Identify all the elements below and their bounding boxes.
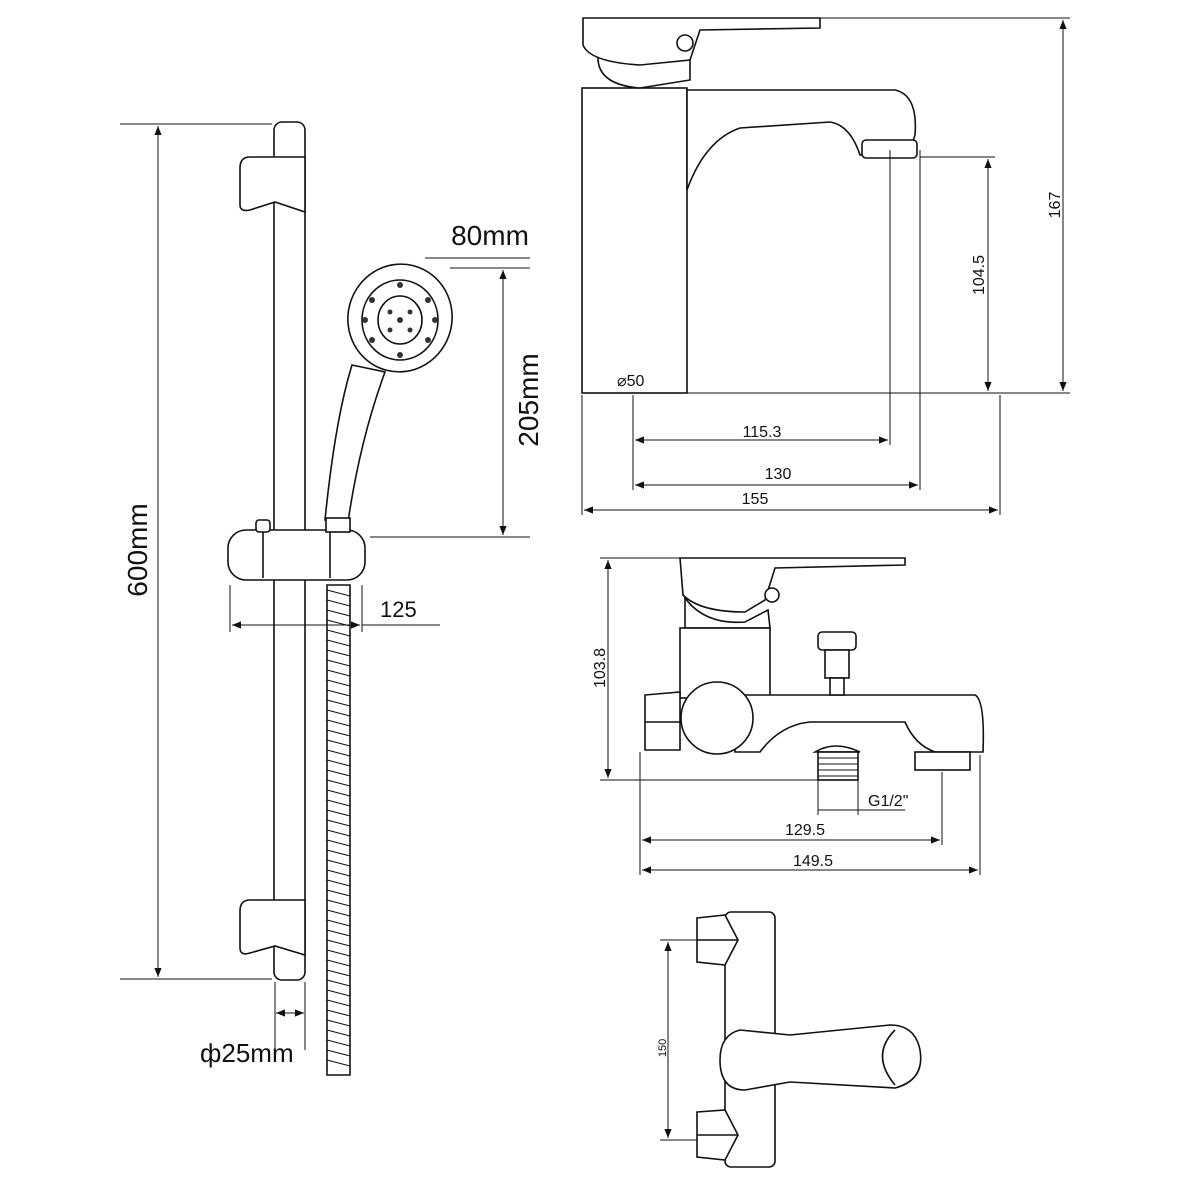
reach-1-label: 115.3 (743, 424, 782, 441)
shower-mixer: 150 (657, 911, 922, 1168)
length-label: 155 (742, 491, 769, 508)
basin-mixer: 167 104.5 ⌀50 115.3 130 155 (581, 17, 1070, 515)
width-2-label: 149.5 (793, 853, 833, 870)
shower-mixer-lever (719, 1024, 922, 1091)
width-1-label: 129.5 (785, 822, 825, 839)
inlet-nut (644, 691, 681, 751)
outlet-thread (817, 751, 859, 781)
top-bracket (239, 156, 306, 214)
slider (227, 529, 366, 581)
bath-handle (679, 557, 906, 613)
spout-height-label: 104.5 (971, 255, 988, 295)
basin-height-label: 167 (1047, 192, 1064, 219)
head-height-label: 205mm (513, 353, 544, 446)
base-diameter-label: ⌀50 (617, 373, 645, 390)
head-diameter-label: 80mm (451, 220, 529, 251)
reach-2-label: 130 (765, 466, 792, 483)
basin-spout (686, 89, 917, 191)
shower-rail-set: 600mm 80mm 205mm 125 ф25mm (120, 121, 544, 1076)
shower-hose (326, 584, 351, 1076)
centers-label: 150 (657, 1039, 669, 1057)
bath-body-round (680, 681, 754, 755)
basin-handle (582, 17, 821, 66)
bath-height-label: 103.8 (592, 648, 609, 688)
diverter-knob (817, 631, 857, 651)
thread-label: G1/2" (868, 793, 908, 810)
basin-body (581, 87, 688, 394)
bath-mixer: 103.8 G1/2" 129.5 149.5 (592, 557, 985, 875)
rail-length-label: 600mm (122, 503, 153, 596)
bottom-bracket (239, 899, 306, 957)
bath-spout (734, 694, 985, 753)
slider-offset-label: 125 (380, 597, 417, 622)
rail-diameter-label: ф25mm (200, 1038, 294, 1068)
hand-shower-handle (324, 364, 387, 523)
